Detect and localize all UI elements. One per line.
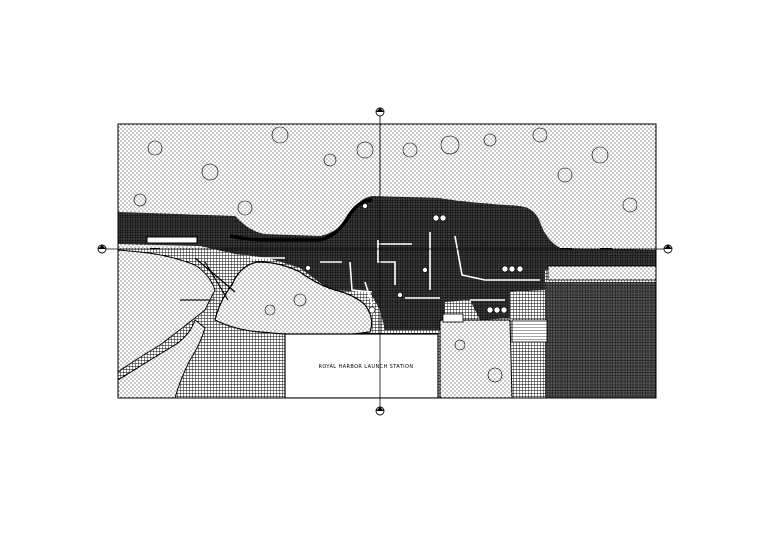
small-structure [442,313,464,323]
lower-left-bank [118,319,206,398]
section-marker-icon [97,244,107,254]
section-marker-icon [375,406,385,416]
circulation-paths [250,232,540,305]
plan-area: ROYAL HARBOR LAUNCH STATION [118,124,656,398]
terrace-strip [547,265,656,281]
stair-block [511,319,548,343]
planters [305,203,524,314]
plan-frame [117,123,657,399]
yard-area [439,319,513,398]
building-footprint [284,333,439,398]
channel-line [194,257,236,293]
shoreline [229,198,373,242]
central-island [214,261,373,336]
harbour-platform [118,196,656,330]
channel-line [204,261,229,301]
section-marker-icon [375,107,385,117]
building-label: ROYAL HARBOR LAUNCH STATION [318,364,413,370]
right-lower-field [545,282,656,398]
section-marker-icon [663,244,673,254]
promenade-bar [146,236,198,244]
tree-canopies [133,126,638,383]
